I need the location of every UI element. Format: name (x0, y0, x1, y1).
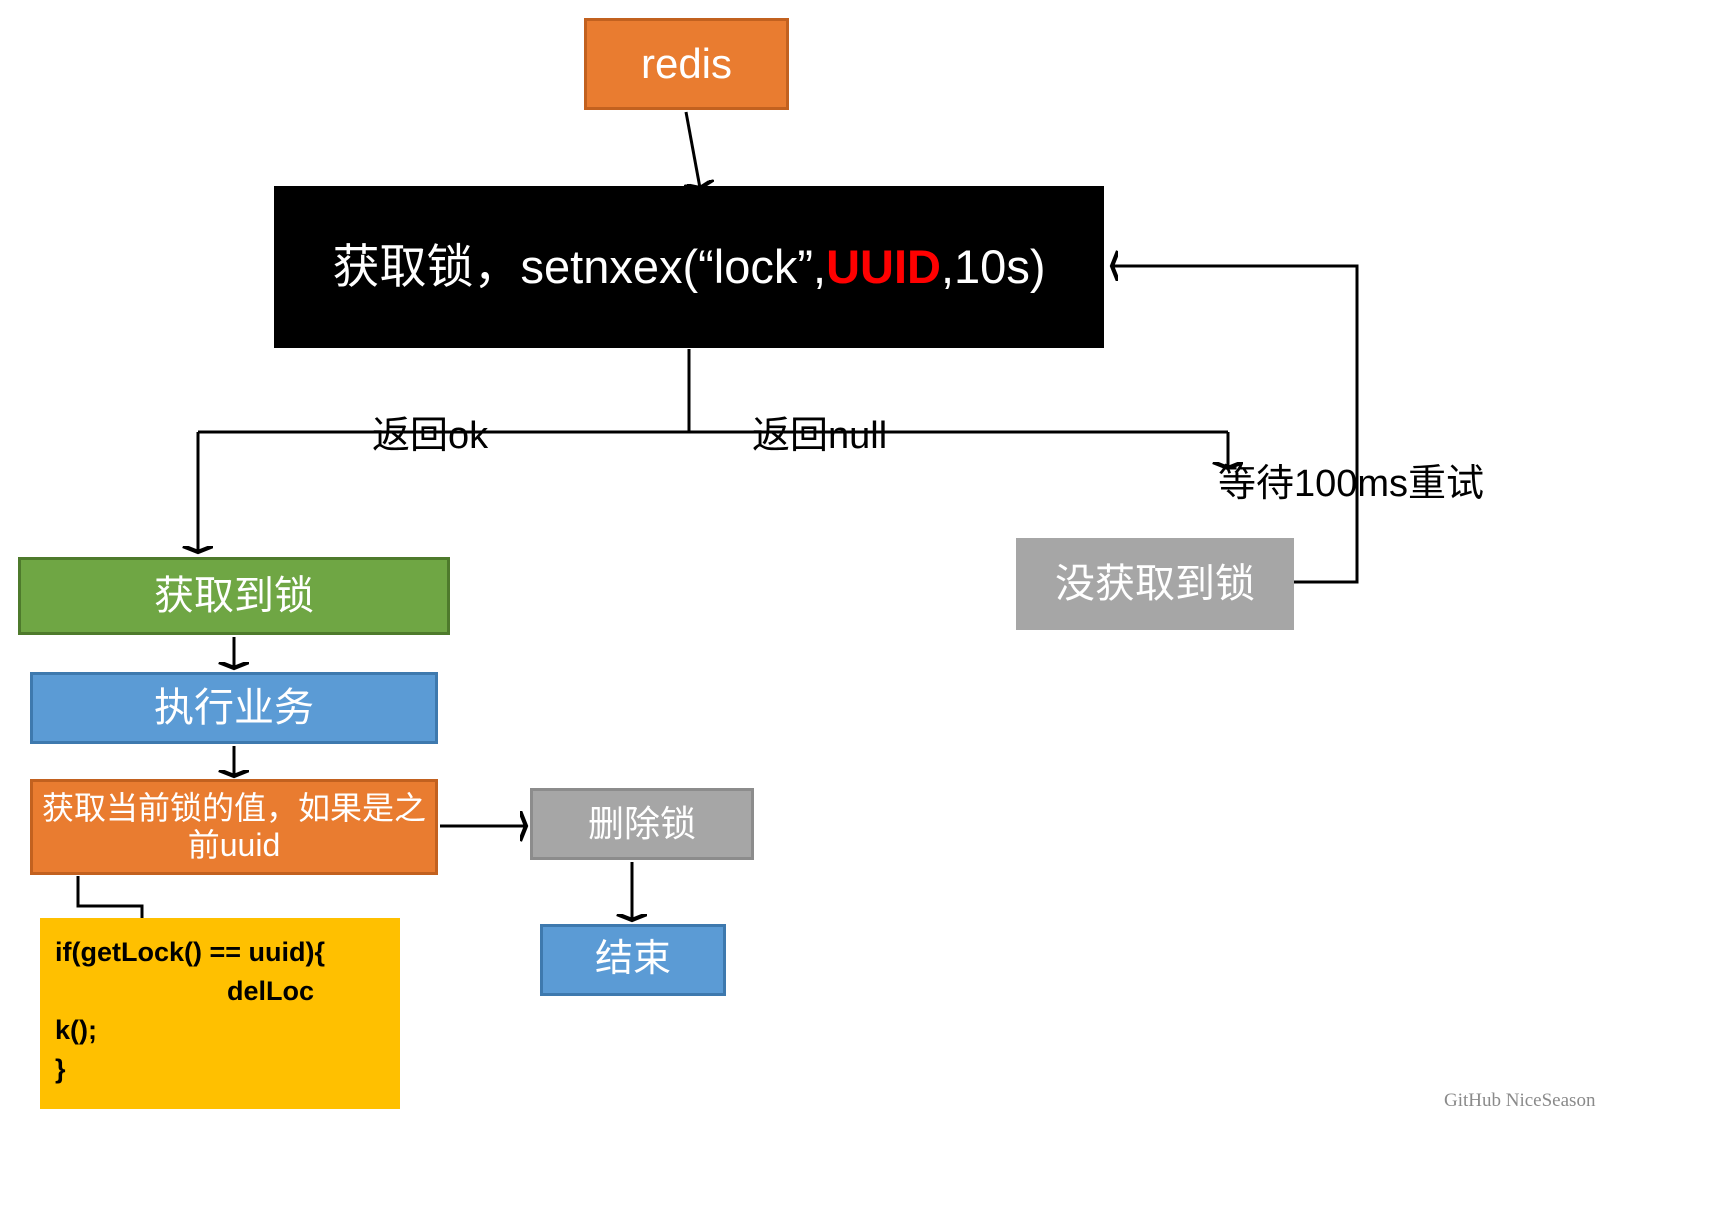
node-redis[interactable]: redis (584, 18, 789, 110)
acquire-suffix: ,10s) (940, 239, 1046, 293)
node-not-got-lock-label: 没获取到锁 (1055, 562, 1255, 606)
code-line-4: } (55, 1054, 66, 1085)
node-execute-business-label: 执行业务 (154, 686, 314, 730)
node-execute-business[interactable]: 执行业务 (30, 672, 438, 744)
node-delete-lock[interactable]: 删除锁 (530, 788, 754, 860)
code-line-3: k(); (55, 1015, 97, 1046)
code-line-2: delLoc (227, 976, 315, 1007)
node-delete-lock-label: 删除锁 (587, 803, 696, 845)
node-acquire-lock-label: 获取锁，setnxex(“lock”,UUID,10s) (275, 240, 1103, 294)
edge-label-return-null: 返回null (752, 415, 888, 457)
edge-redis-to-acquire (686, 111, 700, 188)
node-got-lock[interactable]: 获取到锁 (18, 557, 450, 635)
node-got-lock-label: 获取到锁 (154, 574, 314, 618)
acquire-prefix: 获取锁，setnxex(“lock”, (332, 239, 827, 293)
node-end-label: 结束 (594, 938, 671, 981)
node-check-lock-value-label: 获取当前锁的值，如果是之前uuid (41, 790, 426, 863)
node-not-got-lock[interactable]: 没获取到锁 (1016, 538, 1294, 630)
watermark: GitHub NiceSeason (1444, 1090, 1596, 1111)
edge-retry-loop (1112, 266, 1359, 584)
node-end[interactable]: 结束 (540, 924, 726, 996)
node-redis-label: redis (640, 39, 733, 87)
node-check-lock-value[interactable]: 获取当前锁的值，如果是之前uuid (30, 779, 438, 875)
edge-label-return-ok: 返回ok (372, 415, 489, 457)
code-line-1: if(getLock() == uuid){ (55, 937, 325, 967)
acquire-uuid-highlight: UUID (826, 239, 941, 293)
node-code-snippet[interactable]: if(getLock() == uuid){ delLoc k(); } (40, 918, 400, 1109)
node-acquire-lock[interactable]: 获取锁，setnxex(“lock”,UUID,10s) (274, 186, 1104, 348)
edge-label-wait-retry: 等待100ms重试 (1218, 463, 1485, 505)
